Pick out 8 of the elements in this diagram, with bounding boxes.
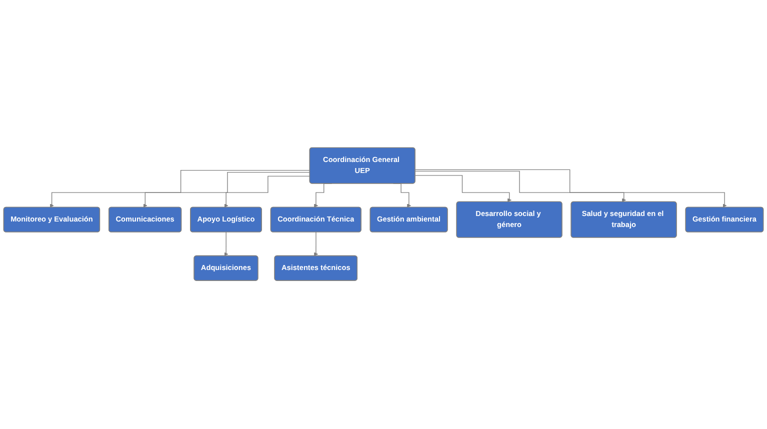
arrow: [414, 176, 512, 203]
arrow: [50, 170, 310, 208]
arrow: [224, 232, 228, 257]
arrow: [143, 172, 310, 208]
arrow: [224, 176, 310, 208]
arrow: [414, 171, 626, 203]
arrow: [414, 170, 727, 208]
arrow: [314, 232, 318, 257]
